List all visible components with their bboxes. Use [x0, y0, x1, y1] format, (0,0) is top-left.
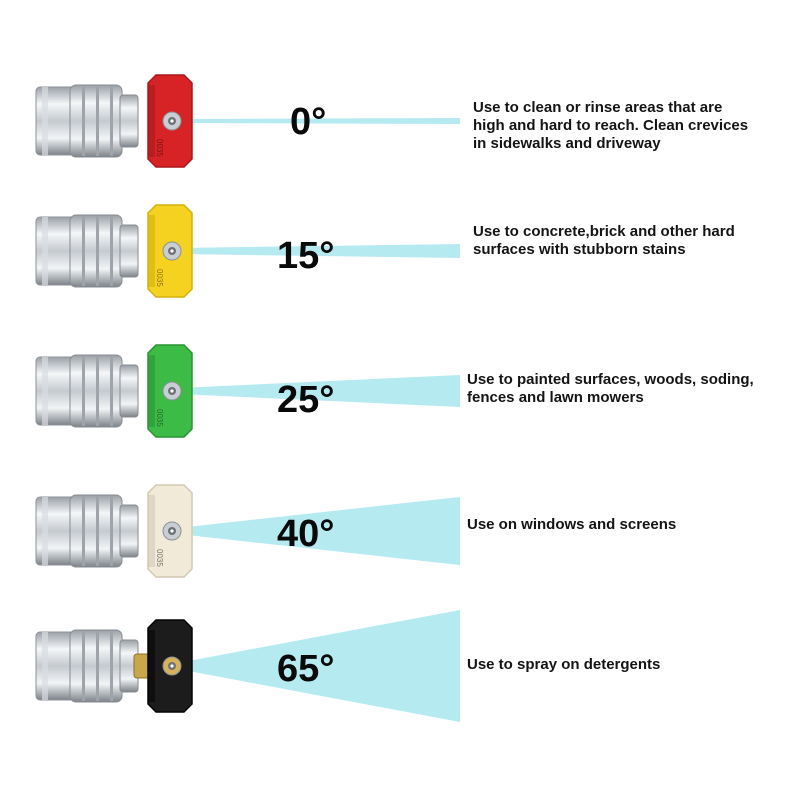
- orifice-highlight: [170, 529, 174, 533]
- sleeve-groove: [96, 86, 99, 156]
- description-line: Use to clean or rinse areas that are: [473, 99, 723, 116]
- coupler-facet: [42, 217, 48, 285]
- nozzle-description: Use on windows and screens: [467, 516, 676, 534]
- spray-fan: [178, 497, 460, 565]
- description-line: in sidewalks and driveway: [473, 135, 661, 152]
- nozzle-row: 0035 15° Use to concrete,brick and other h…: [0, 185, 800, 325]
- nozzle-tip-shade: [148, 85, 155, 157]
- coupler-neck: [119, 504, 139, 558]
- nozzle-description: Use to spray on detergents: [467, 656, 660, 674]
- nozzle-row: 65° Use to spray on detergents: [0, 600, 800, 740]
- coupler-facet: [42, 497, 48, 565]
- spray-fan: [178, 118, 460, 124]
- sleeve-groove: [96, 631, 99, 701]
- sleeve-groove: [82, 216, 85, 286]
- nozzle-code: 0035: [155, 549, 164, 567]
- description-line: high and hard to reach. Clean crevices: [473, 117, 749, 134]
- coupler-facet: [42, 632, 48, 700]
- sleeve-groove: [110, 216, 113, 286]
- nozzle-illustration: [35, 484, 460, 578]
- description-line: Use to spray on detergents: [467, 656, 661, 673]
- nozzle-description: Use to painted surfaces, woods, soding,f…: [467, 371, 754, 407]
- coupler-neck: [119, 224, 139, 278]
- spray-angle-label: 0°: [290, 101, 327, 143]
- sleeve-groove: [96, 356, 99, 426]
- orifice-highlight: [170, 389, 174, 393]
- sleeve-groove: [110, 631, 113, 701]
- orifice-highlight: [170, 249, 174, 253]
- sleeve-groove: [82, 496, 85, 566]
- nozzle-tip-shade: [148, 215, 155, 287]
- nozzle-row: 0035 25° Use to painted surfaces, woods, s…: [0, 325, 800, 465]
- nozzle-illustration: [35, 610, 460, 722]
- description-line: Use to concrete,brick and other hard: [473, 223, 735, 240]
- nozzle-row: 0035 40° Use on windows and screens: [0, 465, 800, 605]
- description-line: surfaces with stubborn stains: [473, 241, 686, 258]
- nozzle-tip-shade: [148, 495, 155, 567]
- spray-fan: [178, 375, 460, 407]
- spray-angle-label: 25°: [277, 379, 335, 421]
- nozzle-illustration: [35, 74, 460, 168]
- description-line: fences and lawn mowers: [467, 389, 644, 406]
- nozzle-row: 0035 0° Use to clean or rinse areas that a…: [0, 55, 800, 195]
- nozzle-code: 0035: [155, 409, 164, 427]
- sleeve-groove: [82, 86, 85, 156]
- spray-angle-label: 15°: [277, 235, 335, 277]
- sleeve-groove: [110, 86, 113, 156]
- spray-fan: [178, 610, 460, 722]
- description-line: Use to painted surfaces, woods, soding,: [467, 371, 754, 388]
- coupler-facet: [42, 87, 48, 155]
- description-line: Use on windows and screens: [467, 516, 677, 533]
- nozzle-tip-shade: [148, 355, 155, 427]
- coupler-neck: [119, 364, 139, 418]
- nozzle-tip-shade: [148, 630, 155, 702]
- nozzle-code: 0035: [155, 139, 164, 157]
- sleeve-groove: [110, 496, 113, 566]
- spray-angle-label: 40°: [277, 513, 335, 555]
- nozzle-illustration: [35, 204, 460, 298]
- nozzle-code: 0035: [155, 269, 164, 287]
- sleeve-groove: [96, 216, 99, 286]
- orifice-highlight: [170, 664, 174, 668]
- coupler-neck: [119, 94, 139, 148]
- coupler-facet: [42, 357, 48, 425]
- sleeve-groove: [82, 356, 85, 426]
- sleeve-groove: [82, 631, 85, 701]
- nozzle-illustration: [35, 344, 460, 438]
- spray-fan: [178, 244, 460, 258]
- spray-angle-label: 65°: [277, 648, 335, 690]
- sleeve-groove: [110, 356, 113, 426]
- orifice-highlight: [170, 119, 174, 123]
- sleeve-groove: [96, 496, 99, 566]
